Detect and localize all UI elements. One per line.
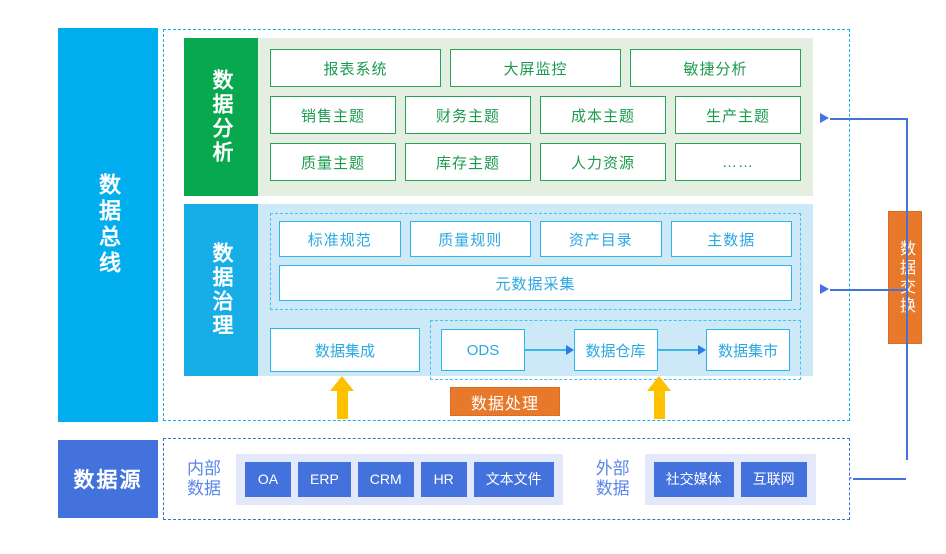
governance-item-data-integration[interactable]: 数据集成 xyxy=(270,328,420,372)
external-data-category-line1: 外部 xyxy=(595,459,630,478)
data-source-row: 内部 数据 OA ERP CRM HR 文本文件 外部 数据 社交媒体 互联网 xyxy=(172,449,840,509)
flow-item-data-warehouse[interactable]: 数据仓库 xyxy=(573,329,658,371)
source-item-text-file[interactable]: 文本文件 xyxy=(473,461,554,497)
data-exchange-badge: 数据交换 xyxy=(888,211,922,344)
analysis-item-human-resources[interactable]: 人力资源 xyxy=(540,143,666,181)
source-item-crm[interactable]: CRM xyxy=(357,461,414,497)
governance-top-row: 标准规范 质量规则 资产目录 主数据 xyxy=(279,221,792,257)
exchange-arrowhead-analysis-icon xyxy=(820,113,829,123)
analysis-item-agile-analysis[interactable]: 敏捷分析 xyxy=(630,49,801,87)
analysis-row-2: 销售主题 财务主题 成本主题 生产主题 xyxy=(258,96,813,134)
upward-arrow-right-icon xyxy=(647,376,671,419)
analysis-item-production-theme[interactable]: 生产主题 xyxy=(675,96,801,134)
source-item-hr[interactable]: HR xyxy=(420,461,467,497)
flow-arrow-ods-to-warehouse xyxy=(525,344,574,356)
governance-standards-group: 标准规范 质量规则 资产目录 主数据 元数据采集 xyxy=(270,213,801,310)
internal-data-category-line2: 数据 xyxy=(187,479,221,498)
upward-arrow-left-icon xyxy=(330,376,354,419)
data-analysis-label-text: 数据分析 xyxy=(210,69,233,165)
flow-arrow-warehouse-to-mart xyxy=(657,344,707,356)
analysis-item-sales-theme[interactable]: 销售主题 xyxy=(270,96,396,134)
data-governance-label: 数据治理 xyxy=(184,204,258,376)
source-item-oa[interactable]: OA xyxy=(245,461,291,497)
data-source-bar: 数据源 xyxy=(58,440,158,518)
analysis-item-inventory-theme[interactable]: 库存主题 xyxy=(405,143,531,181)
governance-item-master-data[interactable]: 主数据 xyxy=(670,221,792,257)
source-item-erp[interactable]: ERP xyxy=(298,461,351,497)
governance-item-quality-rules[interactable]: 质量规则 xyxy=(409,221,531,257)
governance-item-standard-spec[interactable]: 标准规范 xyxy=(279,221,401,257)
data-source-label: 数据源 xyxy=(73,469,143,492)
warehouse-flow-group: ODS 数据仓库 数据集市 xyxy=(430,320,801,380)
analysis-item-bigscreen-monitor[interactable]: 大屏监控 xyxy=(450,49,621,87)
internal-data-group: 内部 数据 OA ERP CRM HR 文本文件 xyxy=(172,453,563,505)
internal-data-category-line1: 内部 xyxy=(187,459,221,478)
data-analysis-body: 报表系统 大屏监控 敏捷分析 销售主题 财务主题 成本主题 生产主题 质量主题 … xyxy=(258,38,813,196)
source-item-social-media[interactable]: 社交媒体 xyxy=(653,461,734,497)
exchange-connector-vertical xyxy=(906,118,908,460)
analysis-item-cost-theme[interactable]: 成本主题 xyxy=(540,96,666,134)
data-bus-label: 数据总线 xyxy=(96,173,121,277)
data-governance-label-text: 数据治理 xyxy=(210,242,233,338)
source-item-internet[interactable]: 互联网 xyxy=(740,461,807,497)
internal-data-category: 内部 数据 xyxy=(172,459,236,499)
external-data-category-line2: 数据 xyxy=(595,479,630,498)
analysis-item-finance-theme[interactable]: 财务主题 xyxy=(405,96,531,134)
data-processing-badge: 数据处理 xyxy=(450,387,560,416)
analysis-row-3: 质量主题 库存主题 人力资源 …… xyxy=(258,143,813,181)
external-data-category: 外部 数据 xyxy=(581,459,645,499)
flow-item-ods[interactable]: ODS xyxy=(441,329,525,371)
data-analysis-label: 数据分析 xyxy=(184,38,258,196)
external-data-items: 社交媒体 互联网 xyxy=(644,453,816,505)
analysis-row-1: 报表系统 大屏监控 敏捷分析 xyxy=(258,49,813,87)
governance-pipeline-row: 数据集成 ODS 数据仓库 数据集市 xyxy=(270,320,801,380)
external-data-group: 外部 数据 社交媒体 互联网 xyxy=(581,453,816,505)
analysis-item-quality-theme[interactable]: 质量主题 xyxy=(270,143,396,181)
flow-item-data-mart[interactable]: 数据集市 xyxy=(706,329,790,371)
governance-item-metadata-collection[interactable]: 元数据采集 xyxy=(279,265,792,301)
data-bus-bar: 数据总线 xyxy=(58,28,158,422)
exchange-connector-to-governance xyxy=(830,289,906,291)
analysis-item-report-system[interactable]: 报表系统 xyxy=(270,49,441,87)
data-governance-band: 数据治理 标准规范 质量规则 资产目录 主数据 元数据采集 数据集成 ODS 数… xyxy=(184,204,813,380)
analysis-item-more[interactable]: …… xyxy=(675,143,801,181)
internal-data-items: OA ERP CRM HR 文本文件 xyxy=(236,453,563,505)
governance-item-asset-catalog[interactable]: 资产目录 xyxy=(540,221,662,257)
exchange-arrowhead-governance-icon xyxy=(820,284,829,294)
data-analysis-band: 数据分析 报表系统 大屏监控 敏捷分析 销售主题 财务主题 成本主题 生产主题 … xyxy=(184,38,813,196)
exchange-connector-to-source xyxy=(853,478,906,480)
exchange-connector-to-analysis xyxy=(830,118,906,120)
data-governance-body: 标准规范 质量规则 资产目录 主数据 元数据采集 数据集成 ODS 数据仓库 数… xyxy=(258,204,813,380)
